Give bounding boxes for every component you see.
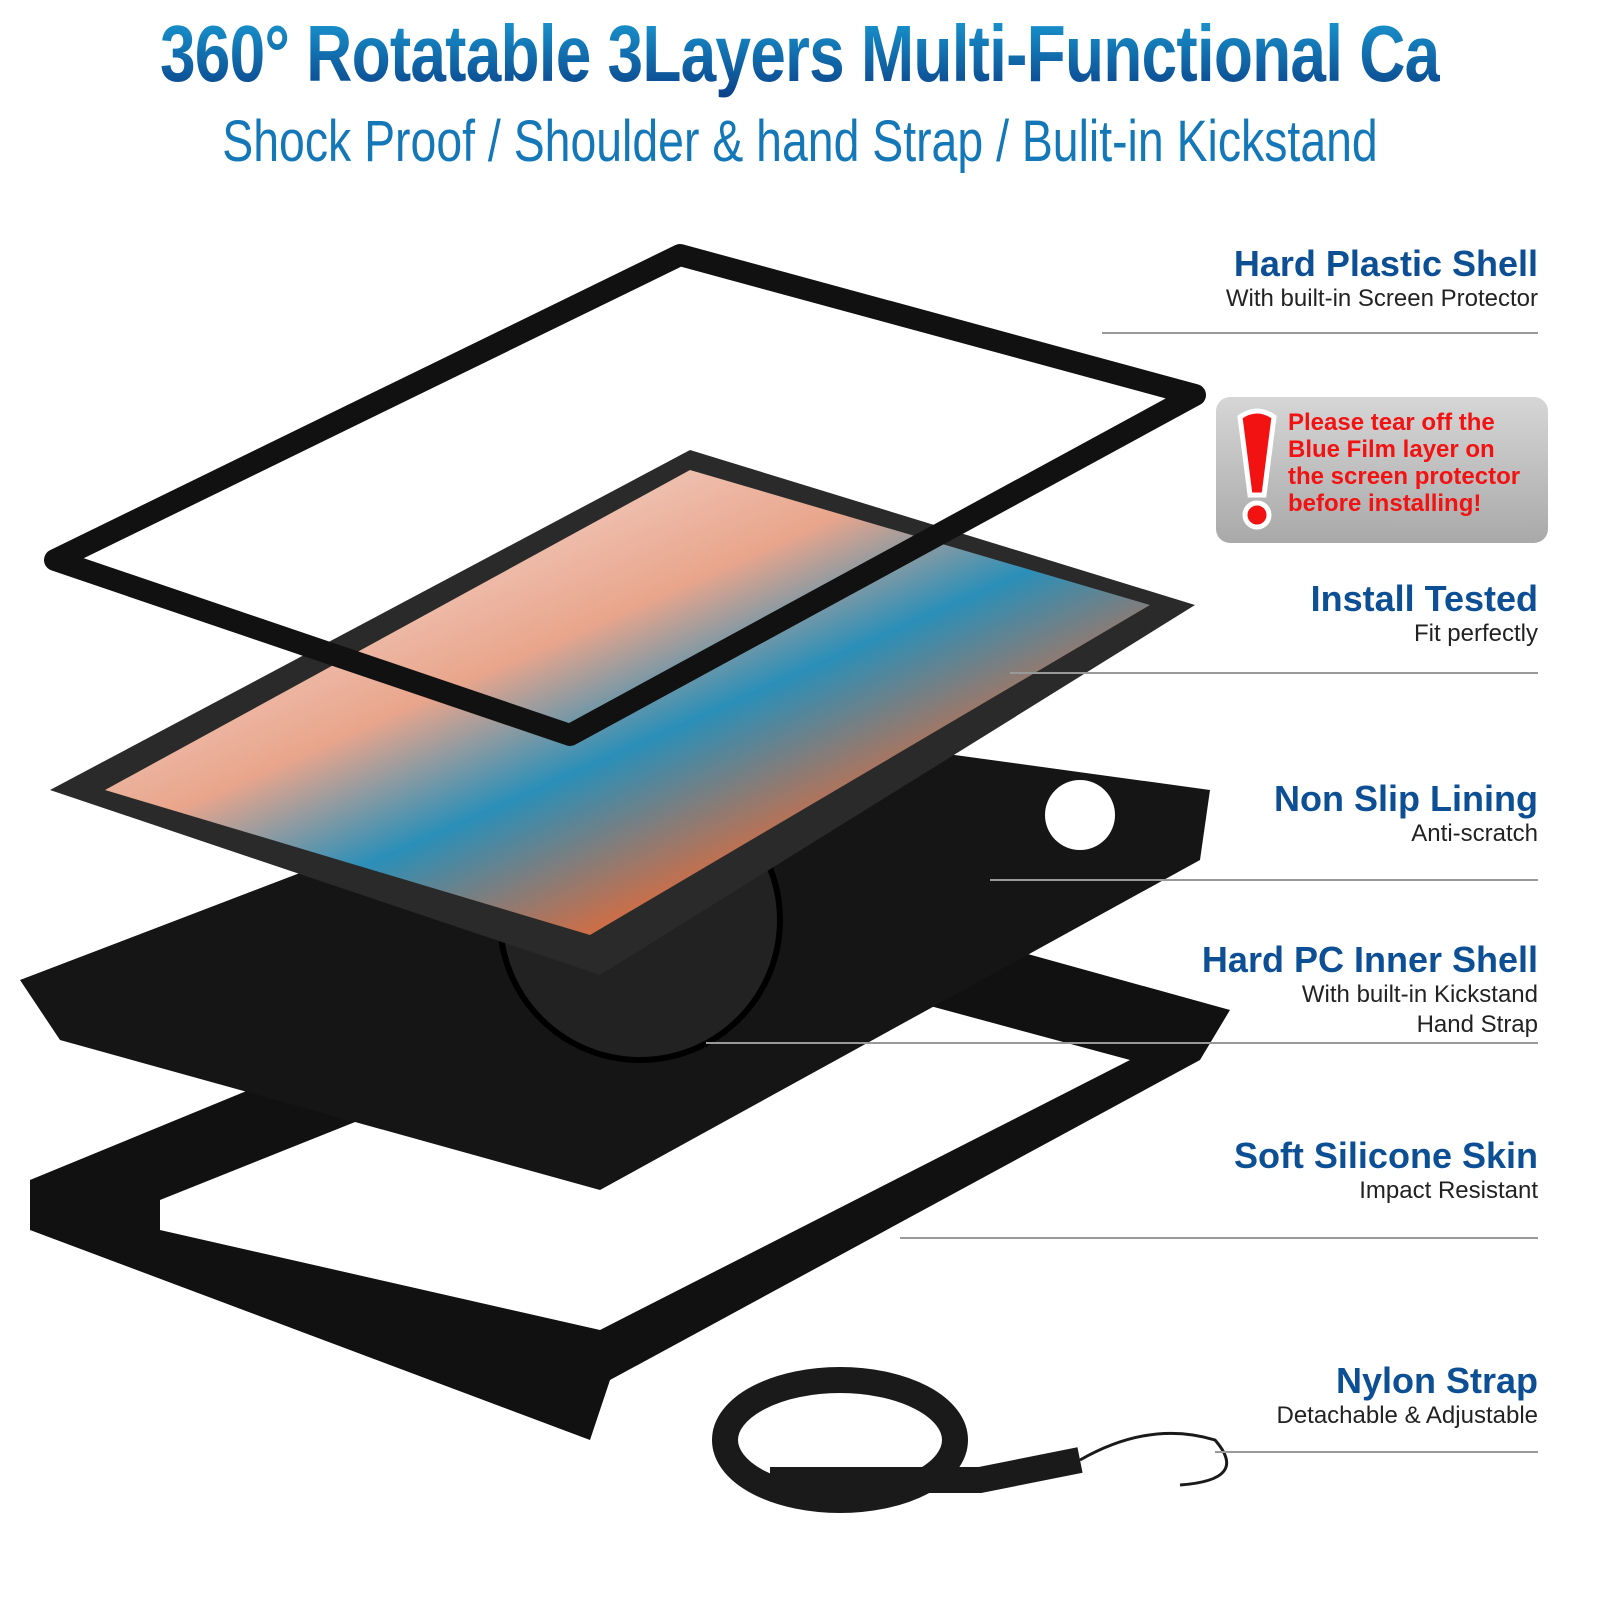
hard-plastic-shell-layer [44, 244, 1206, 746]
feature-title: Hard Plastic Shell [1233, 243, 1538, 284]
headline-title: 360° Rotatable 3Layers Multi-Functional … [160, 9, 1510, 98]
callout-line [1010, 672, 1538, 674]
feature-desc: Fit perfectly [1413, 620, 1538, 647]
feature-title: Install Tested [1310, 578, 1538, 619]
nylon-strap [712, 1367, 1229, 1513]
callout-line [990, 879, 1538, 881]
callout-line [900, 1237, 1538, 1239]
feature-desc: With built-in Kickstand [1301, 981, 1538, 1008]
feature-desc: With built-in Screen Protector [1225, 285, 1538, 312]
feature-title: Soft Silicone Skin [1233, 1135, 1538, 1176]
warning-line: the screen protector [1288, 463, 1521, 490]
feature-hard-pc-inner-shell: Hard PC Inner Shell With built-in Kickst… [1202, 940, 1538, 1040]
exclamation-icon [1237, 408, 1277, 530]
warning-callout: Please tear off the Blue Film layer on t… [1216, 397, 1548, 543]
feature-title: Nylon Strap [1335, 1360, 1538, 1401]
callout-line [1102, 332, 1538, 334]
feature-desc: Impact Resistant [1359, 1177, 1538, 1204]
feature-nylon-strap: Nylon Strap Detachable & Adjustable [1276, 1361, 1538, 1431]
warning-line: Please tear off the [1288, 409, 1495, 436]
feature-hard-plastic-shell: Hard Plastic Shell With built-in Screen … [1226, 244, 1538, 314]
headline-subtitle: Shock Proof / Shoulder & hand Strap / Bu… [222, 109, 1378, 174]
feature-desc: Hand Strap [1416, 1011, 1538, 1038]
callout-line [1215, 1451, 1538, 1453]
feature-desc: Detachable & Adjustable [1276, 1402, 1538, 1429]
feature-soft-silicone-skin: Soft Silicone Skin Impact Resistant [1234, 1136, 1538, 1206]
warning-line: before installing! [1288, 490, 1482, 517]
feature-title: Hard PC Inner Shell [1201, 939, 1538, 980]
feature-desc: Anti-scratch [1411, 820, 1538, 847]
feature-non-slip-lining: Non Slip Lining Anti-scratch [1274, 779, 1538, 849]
feature-title: Non Slip Lining [1274, 778, 1538, 819]
feature-install-tested: Install Tested Fit perfectly [1311, 579, 1538, 649]
callout-line [706, 1042, 1538, 1044]
warning-line: Blue Film layer on [1288, 436, 1495, 463]
